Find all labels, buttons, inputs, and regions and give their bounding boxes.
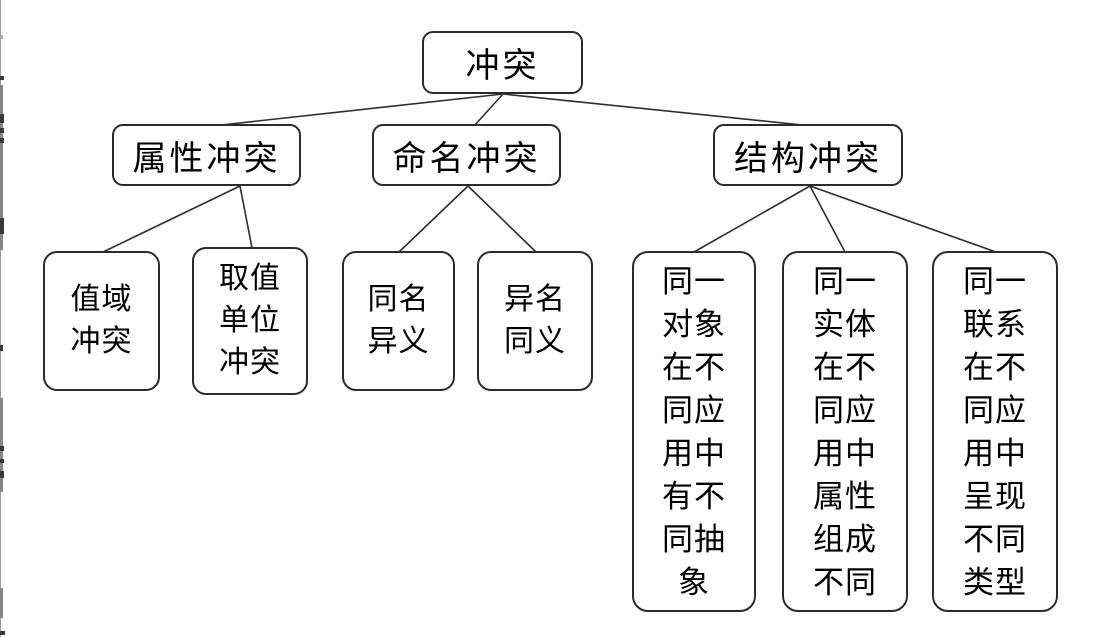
connector-root-structural bbox=[502, 93, 813, 127]
node-diff-name-same-meaning-label: 异名 同义 bbox=[504, 283, 566, 358]
connector-naming-same-name bbox=[398, 185, 469, 253]
connector-structural-entity bbox=[809, 185, 846, 253]
connector-structural-relation bbox=[809, 185, 997, 253]
node-entity-attributes: 同一 实体 在不 同应 用中 属性 组成 不同 bbox=[782, 251, 908, 612]
node-conflict-root: 冲突 bbox=[422, 31, 583, 94]
connector-attribute-value-unit bbox=[239, 185, 253, 249]
node-attribute-conflict: 属性冲突 bbox=[112, 124, 301, 186]
node-entity-attributes-label: 同一 实体 在不 同应 用中 属性 组成 不同 bbox=[813, 263, 877, 600]
node-naming-conflict: 命名冲突 bbox=[372, 124, 561, 186]
node-value-domain-conflict: 值域 冲突 bbox=[43, 251, 160, 391]
connector-attribute-value-domain bbox=[102, 185, 241, 253]
connector-naming-diff-name bbox=[467, 185, 537, 253]
node-value-domain-conflict-label: 值域 冲突 bbox=[70, 283, 133, 358]
node-attribute-conflict-label: 属性冲突 bbox=[132, 139, 281, 178]
node-same-name-diff-meaning: 同名 异义 bbox=[342, 251, 455, 391]
connector-root-attribute bbox=[211, 93, 504, 127]
node-value-unit-conflict: 取值 单位 冲突 bbox=[192, 247, 308, 395]
node-object-abstraction-label: 同一 对象 在不 同应 用中 有不 同抽 象 bbox=[662, 263, 726, 600]
connector-root-naming bbox=[473, 93, 504, 127]
node-relation-type-label: 同一 联系 在不 同应 用中 呈现 不同 类型 bbox=[963, 263, 1027, 600]
node-structural-conflict: 结构冲突 bbox=[713, 124, 903, 186]
node-same-name-diff-meaning-label: 同名 异义 bbox=[367, 283, 430, 358]
connector-structural-object bbox=[693, 185, 811, 253]
node-diff-name-same-meaning: 异名 同义 bbox=[477, 251, 593, 391]
node-structural-conflict-label: 结构冲突 bbox=[734, 139, 882, 178]
node-conflict-root-label: 冲突 bbox=[465, 47, 540, 85]
node-object-abstraction: 同一 对象 在不 同应 用中 有不 同抽 象 bbox=[632, 251, 756, 612]
node-naming-conflict-label: 命名冲突 bbox=[392, 139, 541, 178]
node-relation-type: 同一 联系 在不 同应 用中 呈现 不同 类型 bbox=[932, 251, 1058, 612]
node-value-unit-conflict-label: 取值 单位 冲突 bbox=[219, 262, 281, 379]
